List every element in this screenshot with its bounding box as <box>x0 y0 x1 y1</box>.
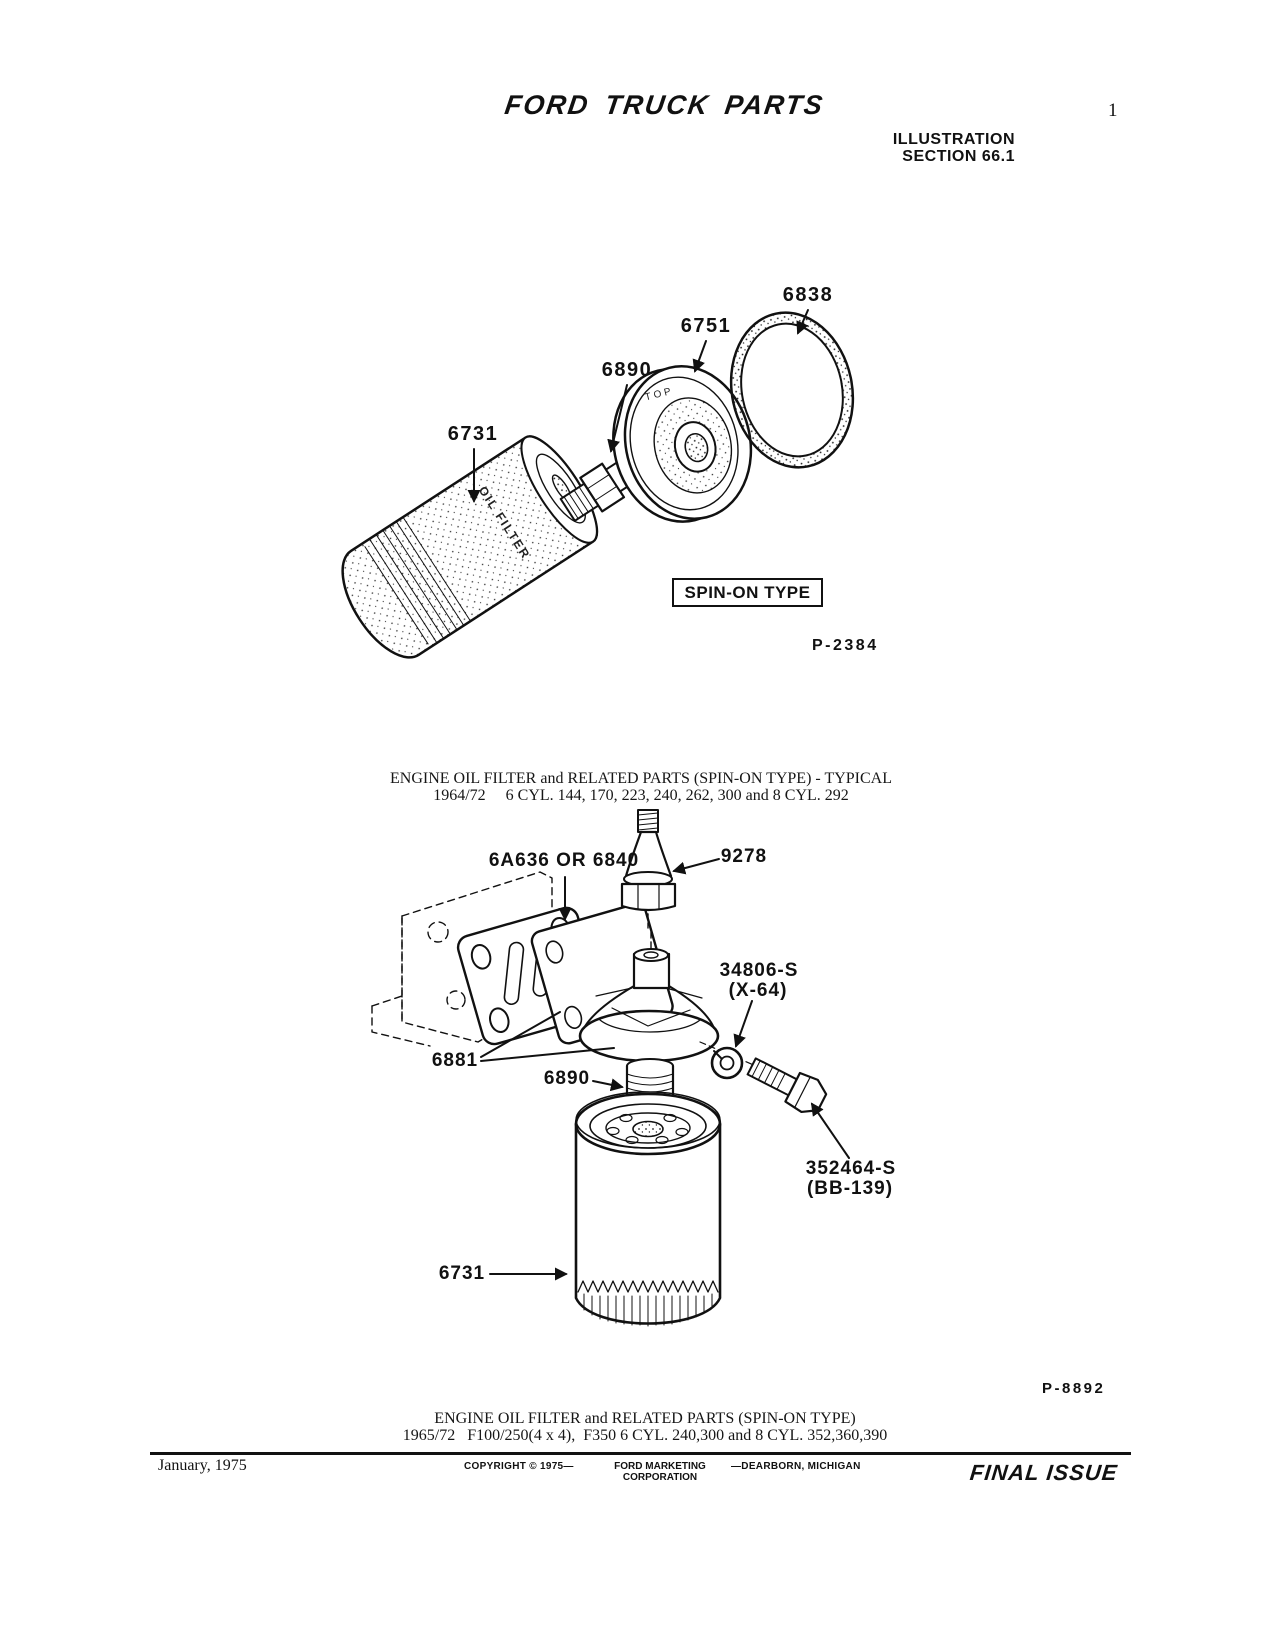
top-caption-line1: ENGINE OIL FILTER and RELATED PARTS (SPI… <box>390 770 892 787</box>
top-diagram-art: OIL FILTER TO <box>341 309 855 659</box>
adapter-plate-illustration: TOP <box>612 365 753 523</box>
section-heading-line1: ILLUSTRATION <box>892 131 1015 148</box>
page-number: 1 <box>1108 100 1118 121</box>
lock-washer-illustration <box>710 1046 744 1080</box>
part-label-6a636-or-6840-gasket-plate: 6A636 OR 6840 <box>488 850 640 871</box>
adapter-casting-illustration <box>530 902 757 1067</box>
footer-publisher: FORD MARKETING CORPORATION <box>598 1461 722 1483</box>
part-label-9278-sender: 9278 <box>720 846 768 867</box>
footer-publisher-line2: CORPORATION <box>622 1472 698 1483</box>
top-caption-line2: 1964/72 6 CYL. 144, 170, 223, 240, 262, … <box>433 787 849 804</box>
top-diagram-caption: ENGINE OIL FILTER and RELATED PARTS (SPI… <box>333 770 949 804</box>
footer-issue-stamp: FINAL ISSUE <box>968 1460 1119 1485</box>
bottom-caption-line2: 1965/72 F100/250(4 x 4), F350 6 CYL. 240… <box>402 1427 888 1444</box>
part-label-6890-fitting-bottom: 6890 <box>543 1068 591 1089</box>
part-label-6751-adapter: 6751 <box>680 315 732 337</box>
part-label-34806s-washer-line2: (X-64) <box>728 980 788 1001</box>
part-label-6890-fitting-top: 6890 <box>601 359 653 381</box>
part-label-352464s-bolt-line1: 352464-S <box>805 1158 897 1179</box>
footer-rule <box>150 1452 1131 1455</box>
figure-number-p8892: P-8892 <box>1042 1380 1106 1397</box>
bolt-illustration <box>746 1057 828 1114</box>
bottom-diagram-art <box>371 809 850 1327</box>
part-label-34806s-washer-line1: 34806-S <box>719 960 799 981</box>
oil-pressure-sender-illustration <box>620 809 677 929</box>
spin-on-type-box: SPIN-ON TYPE <box>672 578 823 607</box>
section-heading: ILLUSTRATION SECTION 66.1 <box>849 131 1015 165</box>
part-label-352464s-bolt-line2: (BB-139) <box>806 1178 894 1199</box>
top-diagram-leader-arrows <box>467 309 809 503</box>
part-label-6731-filter-top: 6731 <box>447 423 499 445</box>
page-title: FORD TRUCK PARTS <box>502 90 827 120</box>
gasket-ring-illustration <box>729 311 855 469</box>
oil-filter-canister-illustration: OIL FILTER <box>341 435 599 659</box>
fitting-illustration-top <box>559 459 635 522</box>
part-label-6881-adapter-casting: 6881 <box>431 1050 479 1071</box>
bottom-caption-line1: ENGINE OIL FILTER and RELATED PARTS (SPI… <box>434 1410 856 1427</box>
bottom-diagram-caption: ENGINE OIL FILTER and RELATED PARTS (SPI… <box>335 1410 955 1444</box>
footer-date: January, 1975 <box>158 1457 247 1474</box>
part-label-6731-filter-bottom: 6731 <box>438 1263 486 1284</box>
figure-number-p2384: P-2384 <box>812 637 879 654</box>
part-label-6838-gasket: 6838 <box>782 284 834 306</box>
oil-filter-canister-bottom-illustration <box>574 1091 722 1327</box>
section-heading-line2: SECTION 66.1 <box>902 148 1015 165</box>
bottom-diagram-leader-arrows <box>480 858 850 1281</box>
footer-publisher-line1: FORD MARKETING <box>614 1461 706 1472</box>
footer-copyright: COPYRIGHT © 1975— <box>464 1461 574 1472</box>
footer-location: —DEARBORN, MICHIGAN <box>731 1461 861 1472</box>
